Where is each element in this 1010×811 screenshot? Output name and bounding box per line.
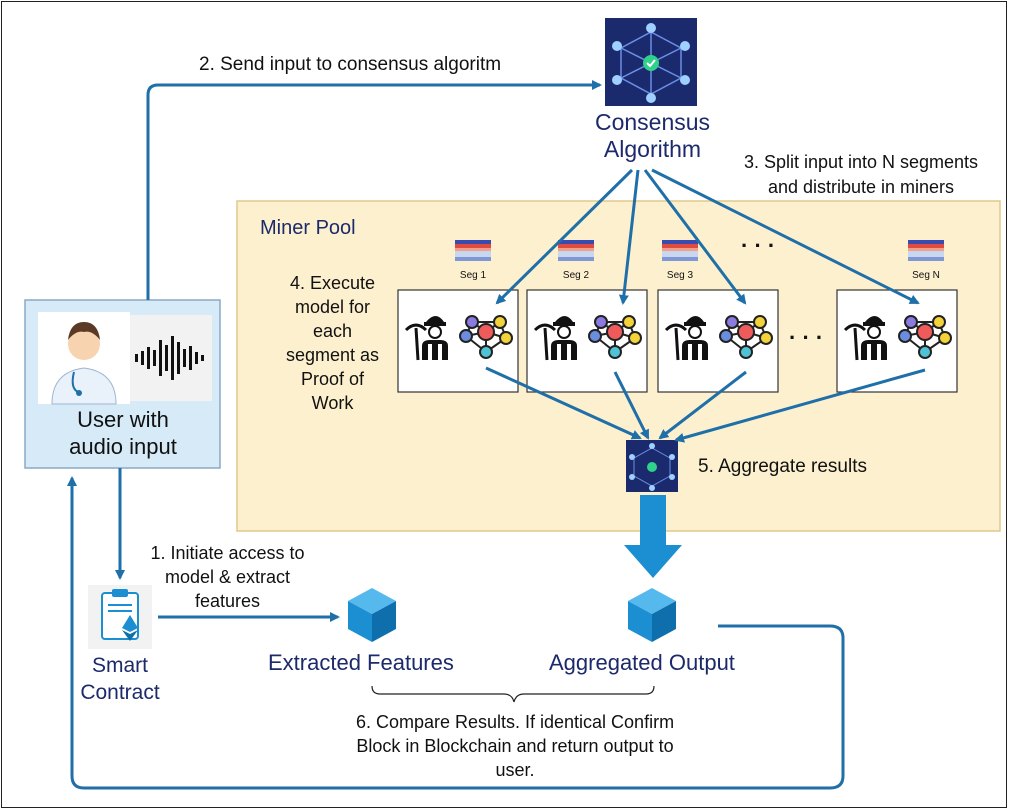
distribute-arrows bbox=[495, 168, 920, 305]
return-output-arrow bbox=[67, 476, 845, 790]
step2-label: 2. Send input to consensus algoritm bbox=[199, 54, 502, 75]
step4-line-2: model for bbox=[294, 297, 371, 317]
consensus-line-1: Consensus bbox=[594, 109, 711, 135]
miner-pool-label: Miner Pool bbox=[260, 217, 356, 239]
spectrogram-icon bbox=[662, 240, 698, 261]
cube-icon bbox=[628, 588, 676, 642]
step1-line-1: 1. Initiate access to bbox=[150, 543, 305, 563]
smart-contract-line-2: Contract bbox=[80, 681, 160, 704]
step4-line-1: 4. Execute bbox=[289, 273, 376, 293]
contract-icon bbox=[88, 585, 152, 649]
seg-3-label: Seg 3 bbox=[666, 270, 694, 281]
step4-line-6: Work bbox=[311, 393, 354, 413]
seg-2-label: Seg 2 bbox=[562, 270, 590, 281]
aggregated-output-label: Aggregated Output bbox=[549, 650, 735, 675]
miner-box-n bbox=[836, 289, 958, 393]
spectrogram-icon bbox=[908, 240, 944, 261]
user-label: User with audio input bbox=[28, 406, 218, 460]
step1-line-2: model & extract bbox=[164, 567, 291, 587]
spectrogram-icon bbox=[455, 240, 491, 261]
aggregate-output-arrow bbox=[624, 495, 682, 578]
user-line-1: User with bbox=[77, 407, 169, 432]
miner-box-2 bbox=[526, 289, 648, 393]
step3-line-2: and distribute in miners bbox=[767, 177, 955, 197]
seg-1-label: Seg 1 bbox=[459, 270, 487, 281]
send-input-arrow bbox=[146, 80, 602, 300]
ellipsis-mid: · · · bbox=[789, 325, 824, 350]
spectrogram-icon bbox=[558, 240, 594, 261]
step1-line-3: features bbox=[194, 591, 261, 611]
ethereum-icon bbox=[122, 615, 138, 641]
step6-line-1: 6. Compare Results. If identical Confirm bbox=[355, 712, 675, 732]
step6-line-2: Block in Blockchain and return output to bbox=[356, 736, 674, 756]
consensus-label: Consensus Algorithm bbox=[585, 109, 720, 163]
step4-line-5: Proof of bbox=[300, 369, 365, 389]
step3-label: 3. Split input into N segments and distr… bbox=[716, 150, 1006, 200]
step6-label: 6. Compare Results. If identical Confirm… bbox=[300, 710, 730, 782]
step4-line-3: each bbox=[312, 321, 353, 341]
network-icon bbox=[626, 440, 678, 492]
seg-n-label: Seg N bbox=[912, 270, 940, 281]
miner-box-3 bbox=[657, 289, 779, 393]
smart-contract-line-1: Smart bbox=[91, 654, 148, 677]
step6-line-3: user. bbox=[495, 760, 535, 780]
step4-label: 4. Execute model for each segment as Pro… bbox=[270, 271, 395, 415]
user-line-2: audio input bbox=[69, 434, 177, 459]
step3-line-1: 3. Split input into N segments bbox=[743, 152, 979, 172]
miner-box-1 bbox=[397, 289, 519, 393]
ellipsis-top: · · · bbox=[741, 233, 776, 258]
step1-label: 1. Initiate access to model & extract fe… bbox=[140, 541, 315, 613]
network-icon bbox=[605, 18, 697, 106]
consensus-line-2: Algorithm bbox=[603, 136, 702, 162]
doctor-icon bbox=[38, 312, 130, 405]
step5-label: 5. Aggregate results bbox=[698, 456, 867, 477]
waveform-icon bbox=[130, 315, 212, 401]
smart-contract-label: Smart Contract bbox=[70, 652, 170, 706]
extracted-features-label: Extracted Features bbox=[268, 650, 454, 675]
compare-brace bbox=[371, 685, 655, 703]
aggregate-arrows bbox=[485, 366, 926, 443]
cube-icon bbox=[348, 588, 396, 642]
step4-line-4: segment as bbox=[285, 345, 380, 365]
